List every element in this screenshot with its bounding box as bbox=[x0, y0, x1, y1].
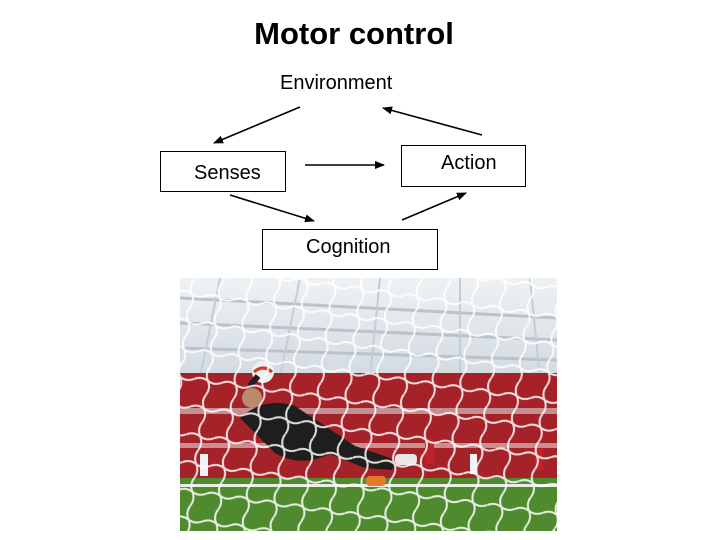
arrow-environment-to-senses bbox=[213, 106, 301, 144]
slide-title: Motor control bbox=[254, 16, 454, 51]
arrow-action-to-environment bbox=[382, 106, 483, 136]
action-label: Action bbox=[441, 152, 497, 174]
arrow-senses-to-cognition bbox=[229, 194, 315, 223]
cognition-box bbox=[262, 229, 438, 270]
cognition-label: Cognition bbox=[306, 236, 391, 258]
environment-label: Environment bbox=[280, 72, 393, 94]
senses-box bbox=[160, 151, 286, 192]
action-box bbox=[401, 145, 526, 187]
arrow-cognition-to-action bbox=[401, 192, 467, 221]
goalkeeper-photo bbox=[180, 278, 557, 531]
senses-label: Senses bbox=[194, 162, 261, 184]
